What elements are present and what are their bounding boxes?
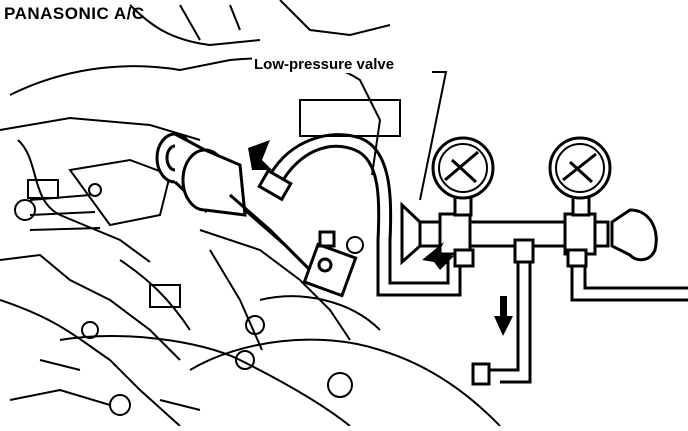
valve-coupling [157, 134, 356, 296]
low-pressure-hose [270, 135, 460, 295]
charging-hose [473, 262, 530, 384]
high-pressure-hose [572, 266, 688, 300]
callout-leader [420, 72, 446, 200]
low-side-gauge [433, 138, 493, 198]
engine-bay-illustration [0, 0, 500, 426]
arrow-icon [422, 242, 454, 270]
diagram-title: PANASONIC A/C [4, 4, 145, 23]
low-pressure-valve-label: Low-pressure valve [252, 56, 397, 73]
high-side-gauge [550, 138, 610, 198]
arrow-down-icon [494, 296, 513, 336]
manifold-gauge-set [402, 195, 656, 266]
arrow-icon [248, 140, 272, 170]
